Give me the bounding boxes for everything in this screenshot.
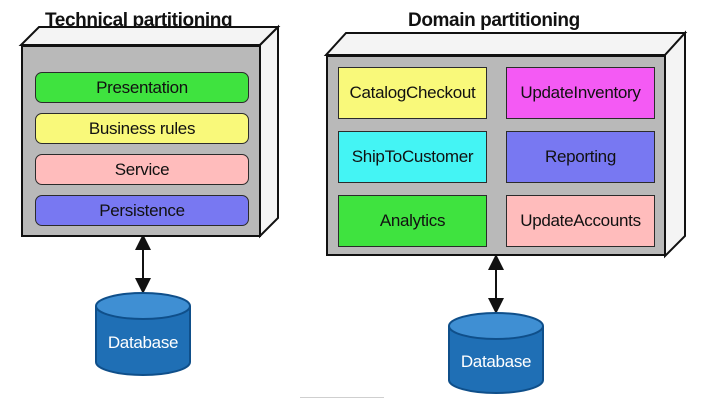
technical-database-cylinder — [95, 292, 191, 376]
module-analytics: Analytics — [338, 195, 487, 247]
module-ship-to-customer: ShipToCustomer — [338, 131, 487, 183]
module-catalog-checkout: CatalogCheckout — [338, 67, 487, 119]
layer-business-rules: Business rules — [35, 113, 249, 144]
module-update-accounts: UpdateAccounts — [506, 195, 655, 247]
domain-database-label: Database — [460, 352, 532, 371]
module-label: CatalogCheckout — [349, 83, 476, 102]
footer-divider — [300, 397, 384, 398]
domain-partitioning-title: Domain partitioning — [408, 10, 580, 31]
module-update-inventory: UpdateInventory — [506, 67, 655, 119]
layer-label: Business rules — [88, 118, 196, 138]
technical-partitioning-title: Technical partitioning — [45, 10, 233, 31]
layer-persistence: Persistence — [35, 195, 249, 226]
layer-label: Presentation — [96, 77, 188, 97]
domain-database-cylinder — [448, 312, 544, 394]
module-label: UpdateInventory — [520, 83, 641, 102]
module-label: ShipToCustomer — [351, 147, 474, 166]
module-label: Reporting — [544, 147, 616, 166]
layer-label: Service — [114, 159, 170, 179]
module-label: UpdateAccounts — [520, 211, 641, 230]
layer-service: Service — [35, 154, 249, 185]
technical-database-label: Database — [107, 333, 179, 352]
module-label: Analytics — [379, 211, 446, 230]
module-reporting: Reporting — [506, 131, 655, 183]
layer-label: Persistence — [99, 200, 185, 220]
layer-presentation: Presentation — [35, 72, 249, 103]
